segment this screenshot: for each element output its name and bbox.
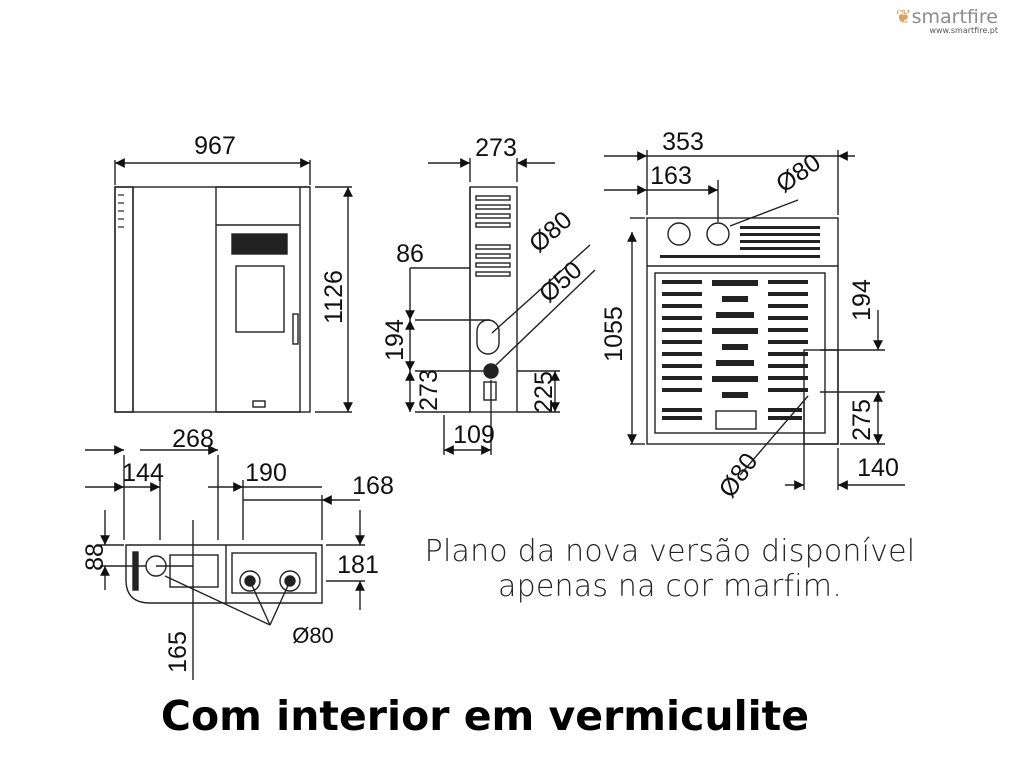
brand-url: www.smartfire.pt [929,26,998,35]
brand-name-text: smartfire [911,6,998,28]
dim-273-side: 273 [415,369,443,411]
brand-name: ❦smartfire [896,6,998,28]
dim-181: 181 [337,551,379,579]
caption: Com interior em vermiculite [160,692,810,740]
front-view [114,158,353,413]
dim-144: 144 [122,459,164,487]
dim-109: 109 [453,421,495,449]
version-note-line-1: Plano da nova versão disponível [424,534,916,569]
dim-88: 88 [81,543,109,571]
dim-86: 86 [396,240,424,268]
back-vent-grid [660,226,820,420]
side-vent-slots [475,195,511,277]
dim-140: 140 [857,454,899,482]
dim-1055: 1055 [600,306,628,362]
dim-225: 225 [530,371,558,413]
dim-165: 165 [164,631,192,673]
brand-logo: ❦smartfire www.smartfire.pt [896,6,998,35]
flame-icon: ❦ [895,6,912,28]
dim-268: 268 [172,425,214,453]
flue-80-top: Ø80 [292,623,334,648]
dim-168: 168 [352,472,394,500]
dim-194-back: 194 [848,279,876,321]
dim-163: 163 [650,162,692,190]
dim-353: 353 [662,128,704,156]
dim-194-side: 194 [381,319,409,361]
front-ticks [118,194,124,228]
back-dimensions [604,150,905,490]
top-view [85,445,365,680]
dim-1126: 1126 [320,270,348,324]
flue-50-side: Ø50 [534,256,588,308]
version-note: Plano da nova versão disponível apenas n… [400,534,940,604]
dim-273-depth: 273 [475,134,517,162]
dim-190: 190 [245,459,287,487]
flue-80-side: Ø80 [524,206,578,258]
version-note-line-2: apenas na cor marfim. [498,568,842,604]
dim-967: 967 [194,132,236,160]
side-view [405,158,596,455]
dim-275: 275 [848,399,876,441]
back-view [646,217,839,445]
